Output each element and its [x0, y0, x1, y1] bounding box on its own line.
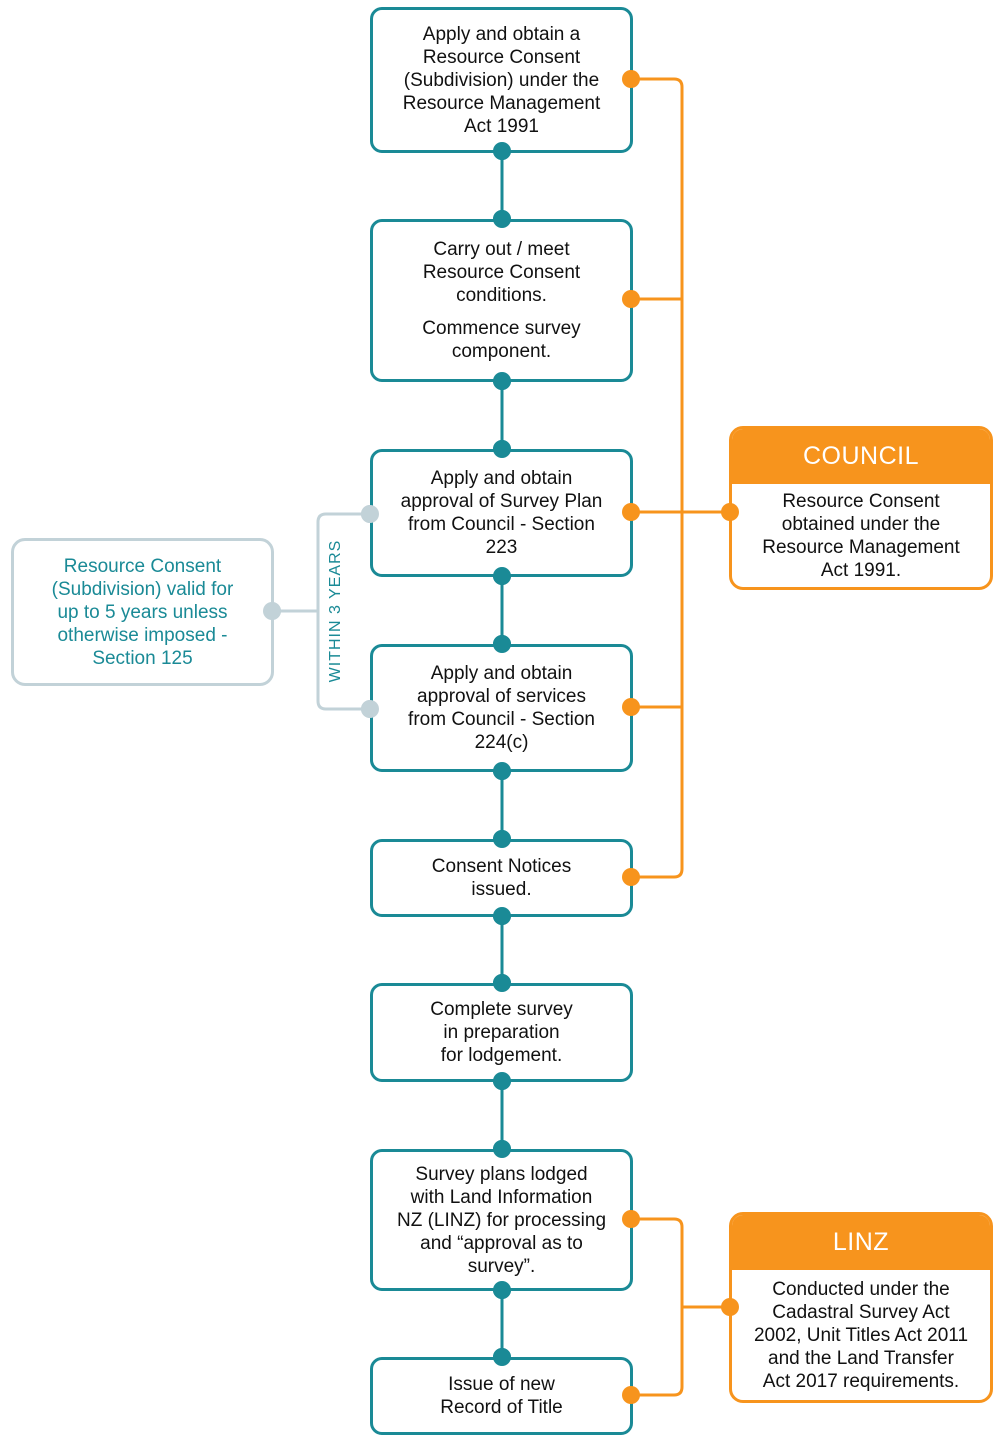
step-5-text: Consent Notices issued. — [431, 856, 572, 900]
linz-title: LINZ — [732, 1215, 990, 1270]
within-bracket — [272, 512, 370, 711]
step-2-text: Carry out / meet Resource Consent condit… — [422, 239, 581, 306]
step-services-approval: Apply and obtain approval of services fr… — [370, 644, 633, 772]
council-box: COUNCIL Resource Consent obtained under … — [729, 426, 993, 590]
step-2-text-secondary: Commence survey component. — [422, 318, 581, 362]
step-6-text: Complete survey in preparation for lodge… — [430, 999, 573, 1066]
council-title: COUNCIL — [732, 429, 990, 484]
step-lodge-plans: Survey plans lodged with Land Informatio… — [370, 1149, 633, 1291]
step-record-of-title: Issue of new Record of Title — [370, 1357, 633, 1435]
step-meet-conditions: Carry out / meet Resource Consent condit… — [370, 219, 633, 382]
step-complete-survey: Complete survey in preparation for lodge… — [370, 983, 633, 1082]
step-3-text: Apply and obtain approval of Survey Plan… — [400, 468, 603, 558]
council-bracket — [631, 77, 730, 879]
consent-validity-note: Resource Consent (Subdivision) valid for… — [11, 538, 274, 686]
linz-text: Conducted under the Cadastral Survey Act… — [753, 1279, 969, 1392]
within-dots — [263, 505, 379, 718]
linz-box: LINZ Conducted under the Cadastral Surve… — [729, 1212, 993, 1403]
council-text: Resource Consent obtained under the Reso… — [762, 491, 960, 581]
step-7-text: Survey plans lodged with Land Informatio… — [396, 1163, 607, 1277]
step-consent-notices: Consent Notices issued. — [370, 839, 633, 917]
step-resource-consent: Apply and obtain a Resource Consent (Sub… — [370, 7, 633, 153]
step-survey-plan-approval: Apply and obtain approval of Survey Plan… — [370, 449, 633, 577]
step-4-text: Apply and obtain approval of services fr… — [408, 663, 595, 753]
linz-bracket — [631, 1217, 730, 1397]
within-3-years-label: WITHIN 3 YEARS — [327, 539, 344, 683]
step-8-text: Issue of new Record of Title — [440, 1374, 563, 1418]
step-1-text: Apply and obtain a Resource Consent (Sub… — [402, 23, 601, 137]
consent-validity-text: Resource Consent (Subdivision) valid for… — [51, 555, 234, 669]
